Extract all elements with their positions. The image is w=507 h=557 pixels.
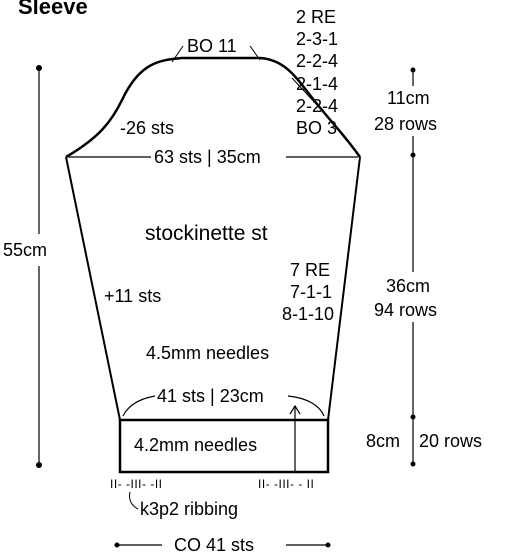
body-height-rows: 94 rows <box>374 300 437 320</box>
cap-decrease-step: 2 RE <box>296 7 336 27</box>
body-needles-label: 4.5mm needles <box>146 343 269 363</box>
total-length-label: 55cm <box>3 240 47 260</box>
cuff-needles-label: 4.2mm needles <box>134 435 257 455</box>
cap-decrease-step: 2-1-4 <box>296 74 338 94</box>
cuff-width-arc-right <box>287 395 325 417</box>
cap-decrease-step: BO 3 <box>296 118 337 138</box>
total-length-dim-end-bottom <box>36 462 42 468</box>
increase-step: 7-1-1 <box>290 282 332 302</box>
cap-decrease-step: 2-3-1 <box>296 29 338 49</box>
cap-height-cm: 11cm <box>387 88 430 108</box>
cap-decrease-steps: 2 RE 2-3-1 2-2-4 2-1-4 2-2-4 BO 3 <box>296 7 338 138</box>
cuff-height-dim-end-bottom <box>410 461 416 467</box>
diagram-title: Sleeve <box>18 0 88 19</box>
ribbing-label: k3p2 ribbing <box>140 499 238 519</box>
bind-off-top-leader-left <box>171 45 184 63</box>
increase-step: 7 RE <box>290 260 330 280</box>
sleeve-cap-curve <box>65 56 362 159</box>
cap-decrease-total: -26 sts <box>120 118 174 138</box>
right-side-seam <box>327 156 361 421</box>
knit-direction-arrowhead <box>289 404 301 415</box>
cuff-rectangle <box>118 418 330 474</box>
increase-step: 8-1-10 <box>282 304 334 324</box>
bind-off-top-label: BO 11 <box>187 36 237 56</box>
cuff-height-rows: 20 rows <box>419 431 482 451</box>
sleeve-outline <box>65 56 362 474</box>
cap-decrease-step: 2-2-4 <box>296 51 338 71</box>
cast-on-dim-end-right <box>325 542 331 548</box>
cap-decrease-leader <box>291 77 319 107</box>
ribbing-marks-left: II- -III- -II <box>110 477 163 491</box>
ribbing-leader <box>129 491 139 510</box>
cap-width-label: 63 sts | 35cm <box>154 147 261 167</box>
cuff-width-label: 41 sts | 23cm <box>157 386 264 406</box>
ribbing-marks-right: II- -III- - II <box>258 477 314 491</box>
cap-height-rows: 28 rows <box>374 114 437 134</box>
increase-steps: 7 RE 7-1-1 8-1-10 <box>282 260 334 324</box>
cap-decrease-step: 2-2-4 <box>296 96 338 116</box>
bind-off-top-leader-right <box>249 45 261 61</box>
cast-on-label: CO 41 sts <box>174 535 254 555</box>
left-side-seam <box>65 156 121 421</box>
body-height-cm: 36cm <box>386 276 430 296</box>
cuff-height-cm: 8cm <box>366 431 400 451</box>
cuff-width-arc-left <box>122 395 156 417</box>
stitch-pattern-label: stockinette st <box>145 222 268 245</box>
increase-total-label: +11 sts <box>104 286 161 306</box>
